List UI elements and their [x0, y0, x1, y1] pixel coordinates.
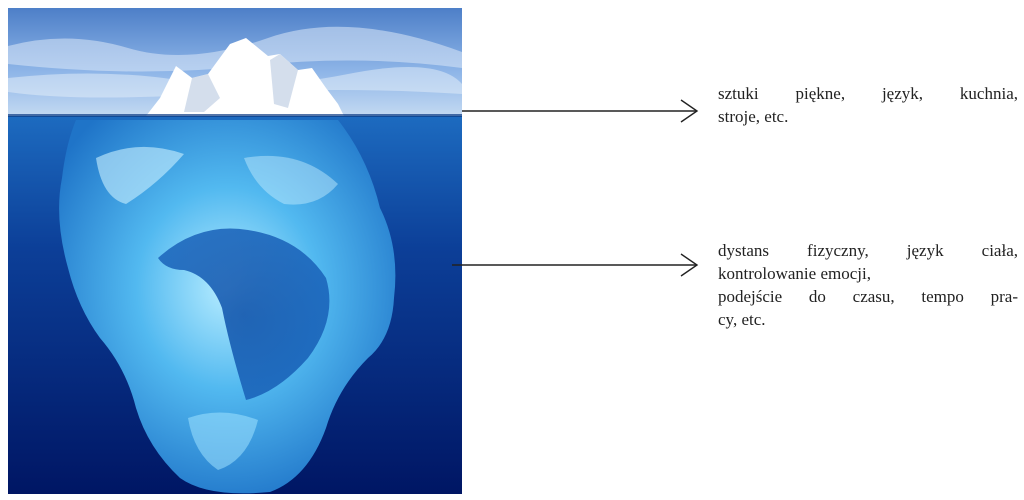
caption-line: podejście do czasu, tempo pra-: [718, 285, 1018, 308]
hidden-culture-caption: dystans fizyczny, język ciała, kontrolow…: [718, 239, 1018, 331]
caption-line: sztuki piękne, język, kuchnia,: [718, 82, 1018, 105]
caption-line: dystans fizyczny, język ciała,: [718, 239, 1018, 262]
iceberg-image: [8, 8, 462, 494]
caption-line: cy, etc.: [718, 308, 1018, 331]
waterline: [8, 114, 462, 117]
caption-line: kontrolowanie emocji,: [718, 262, 1018, 285]
caption-line: stroje, etc.: [718, 105, 1018, 128]
visible-culture-caption: sztuki piękne, język, kuchnia, stroje, e…: [718, 82, 1018, 128]
